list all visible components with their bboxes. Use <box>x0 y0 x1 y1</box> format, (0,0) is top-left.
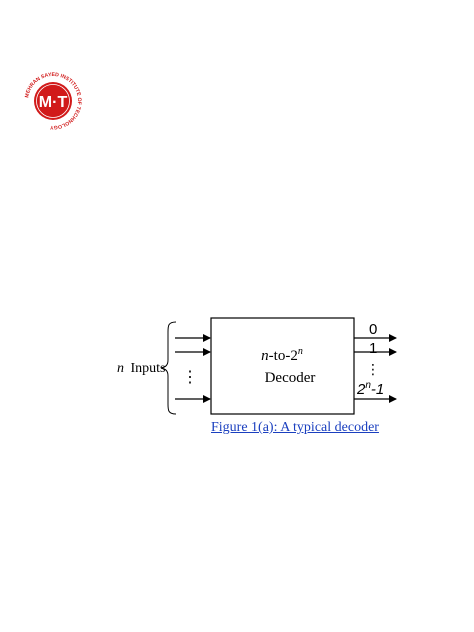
logo-letters: M·T <box>39 94 68 111</box>
institute-logo: MEHRAN SAYED INSTITUTE OF TECHNOLOGY M·T <box>24 72 82 130</box>
output-label-last: 2n-1 <box>356 380 384 398</box>
input-ellipsis: ⋮ <box>182 369 198 386</box>
inputs-brace <box>160 321 177 415</box>
logo-emblem <box>34 82 72 120</box>
figure-caption: Figure 1(a): A typical decoder <box>211 420 379 435</box>
output-ellipsis: ⋮ <box>366 361 380 377</box>
decoder-block <box>210 317 355 415</box>
inputs-label: n Inputs <box>117 361 166 376</box>
output-label-1: 1 <box>369 340 377 357</box>
output-label-0: 0 <box>369 321 377 338</box>
block-title-line2: Decoder <box>265 370 316 386</box>
block-title-line1: n-to-2n <box>261 346 303 364</box>
